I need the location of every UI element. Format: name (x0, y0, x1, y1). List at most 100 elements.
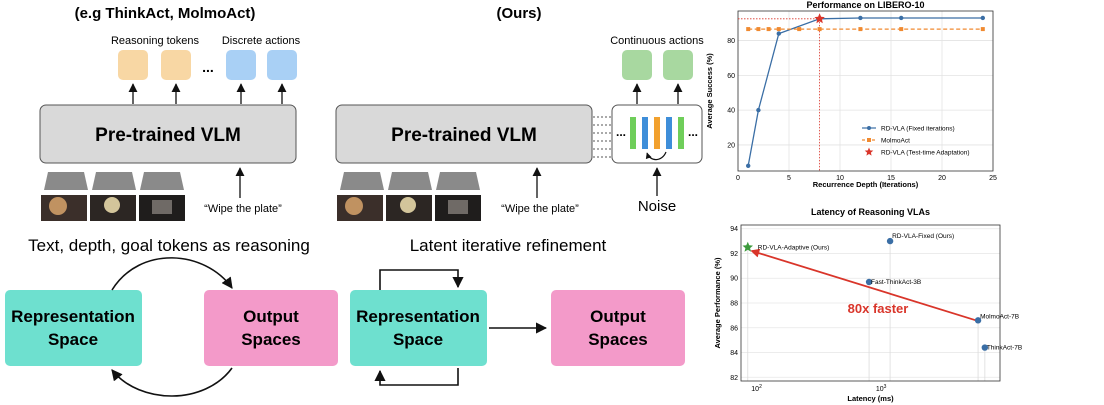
camera-image-4-plate (345, 197, 363, 215)
chart2-point-1 (886, 237, 894, 245)
refiner-layer-3 (654, 117, 660, 149)
continuous-action-2 (663, 50, 693, 80)
chart2-xtick-exp-1: 3 (884, 384, 887, 390)
left-instruction: “Wipe the plate” (204, 203, 282, 215)
chart2-xlabel: Latency (ms) (847, 394, 894, 403)
chart2-xtick-base-1: 10 (876, 386, 884, 393)
chart2-ytick-label-2: 86 (730, 325, 738, 332)
reasoning-token-1 (118, 50, 148, 80)
chart1-series-1-point-3 (776, 27, 781, 32)
middle-out-line2: Spaces (588, 330, 648, 349)
middle-rep-line1: Representation (356, 307, 480, 326)
chart2-point-label-4: ThinkAct-7B (987, 345, 1022, 352)
chart1-ytick-label-1: 40 (727, 108, 735, 115)
middle-instruction: “Wipe the plate” (501, 203, 579, 215)
chart2-point-label-3: MolmoAct-7B (980, 313, 1019, 320)
left-camera-frames (41, 172, 185, 221)
chart2-point-label-0: RD-VLA-Adaptive (Ours) (758, 244, 830, 251)
reasoning-tokens-label: Reasoning tokens (111, 35, 200, 47)
refiner-layer-4 (666, 117, 672, 149)
chart2-annotation: 80x faster (848, 301, 909, 316)
refiner-layer-2 (642, 117, 648, 149)
middle-panel: (Ours) Continuous actions Pre-trained VL… (335, 5, 704, 386)
chart1-ytick-label-3: 80 (727, 38, 735, 45)
left-bottom-curved-arrow (111, 367, 233, 397)
camera-image-5-plate (400, 197, 416, 213)
camera-image-6-arm (448, 200, 468, 214)
frame-stack-3 (140, 172, 184, 190)
middle-camera-frames (337, 172, 481, 221)
chart2-xtick-label-1: 103 (876, 384, 887, 393)
chart2-frame (740, 224, 1001, 382)
left-vlm-label: Pre-trained VLM (95, 125, 241, 146)
middle-representation-space-box (350, 290, 487, 366)
chart1-series-0-point-4 (858, 15, 863, 21)
middle-bottom-title: Latent iterative refinement (410, 236, 607, 255)
frame-stack-6 (436, 172, 480, 190)
chart2-point-4 (981, 344, 989, 351)
discrete-action-1 (226, 50, 256, 80)
left-title: (e.g ThinkAct, MolmoAct) (75, 5, 256, 22)
chart2-ytick-label-6: 94 (730, 226, 738, 233)
left-panel: (e.g ThinkAct, MolmoAct) Reasoning token… (5, 5, 338, 397)
chart2-xtick-label-0: 102 (751, 384, 762, 393)
chart1-series-2-point-0 (814, 13, 825, 24)
left-rep-line1: Representation (11, 307, 135, 326)
token-ellipsis: ... (202, 59, 214, 75)
refiner-loop-arrow (645, 151, 667, 161)
chart1-title: Performance on LIBERO-10 (806, 0, 924, 10)
chart2-speedup-arrow (750, 248, 981, 323)
chart2-point-0 (742, 241, 753, 252)
chart1-legend-marker-1 (867, 138, 871, 142)
camera-image-3-arm (152, 200, 172, 214)
chart1-legend-label-1: MolmoAct (881, 138, 910, 145)
chart1-series-1-point-0 (746, 27, 751, 32)
left-representation-space-box (5, 290, 142, 366)
chart2-ytick-label-4: 90 (730, 276, 738, 283)
chart2-point-3 (974, 317, 982, 324)
chart1-xtick-label-4: 20 (938, 175, 946, 182)
noise-label: Noise (638, 198, 676, 215)
chart2-ytick-label-5: 92 (730, 251, 738, 258)
chart2-ylabel: Average Performance (%) (713, 257, 722, 349)
latency-chart: Latency of Reasoning VLAs828486889092941… (713, 207, 1022, 403)
refiner-layer-5 (678, 117, 684, 149)
middle-vlm-label: Pre-trained VLM (391, 125, 537, 146)
frame-stack-2 (92, 172, 136, 190)
reasoning-token-2 (161, 50, 191, 80)
left-out-line1: Output (243, 307, 299, 326)
chart2-point-label-1: RD-VLA-Fixed (Ours) (892, 233, 954, 240)
chart1-xtick-label-3: 15 (887, 175, 895, 182)
chart1-xlabel: Recurrence Depth (Iterations) (813, 180, 919, 189)
chart1-series-1-point-6 (858, 27, 863, 32)
chart1-series-1-point-1 (756, 27, 761, 32)
middle-bottom-loop-arrow (374, 368, 459, 386)
chart1-frame (737, 10, 994, 172)
chart2-point-label-2: Fast-ThinkAct-3B (871, 279, 921, 286)
chart1-series-0-point-5 (899, 15, 904, 21)
discrete-action-2 (267, 50, 297, 80)
left-rep-line2: Space (48, 330, 98, 349)
left-out-line2: Spaces (241, 330, 301, 349)
chart1-series-1-point-4 (797, 27, 802, 32)
vlm-to-refiner-dotted-lines (593, 116, 612, 158)
chart1-legend-marker-0 (867, 126, 871, 130)
chart2-xtick-base-0: 10 (751, 386, 759, 393)
camera-image-1-plate (49, 197, 67, 215)
refiner-ellipsis-left: ... (616, 125, 626, 139)
middle-output-spaces-box (551, 290, 685, 366)
refiner-ellipsis-right: ... (688, 125, 698, 139)
frame-stack-4 (340, 172, 384, 190)
chart1-ylabel: Average Success (%) (705, 53, 714, 129)
middle-out-line1: Output (590, 307, 646, 326)
left-vlm-box (39, 104, 297, 164)
middle-title: (Ours) (497, 5, 542, 22)
refiner-layer-1 (630, 117, 636, 149)
frame-stack-5 (388, 172, 432, 190)
chart1-xtick-label-0: 0 (736, 175, 740, 182)
chart2-ytick-label-3: 88 (730, 301, 738, 308)
camera-image-2-plate (104, 197, 120, 213)
chart1-series-1-point-8 (980, 27, 985, 32)
